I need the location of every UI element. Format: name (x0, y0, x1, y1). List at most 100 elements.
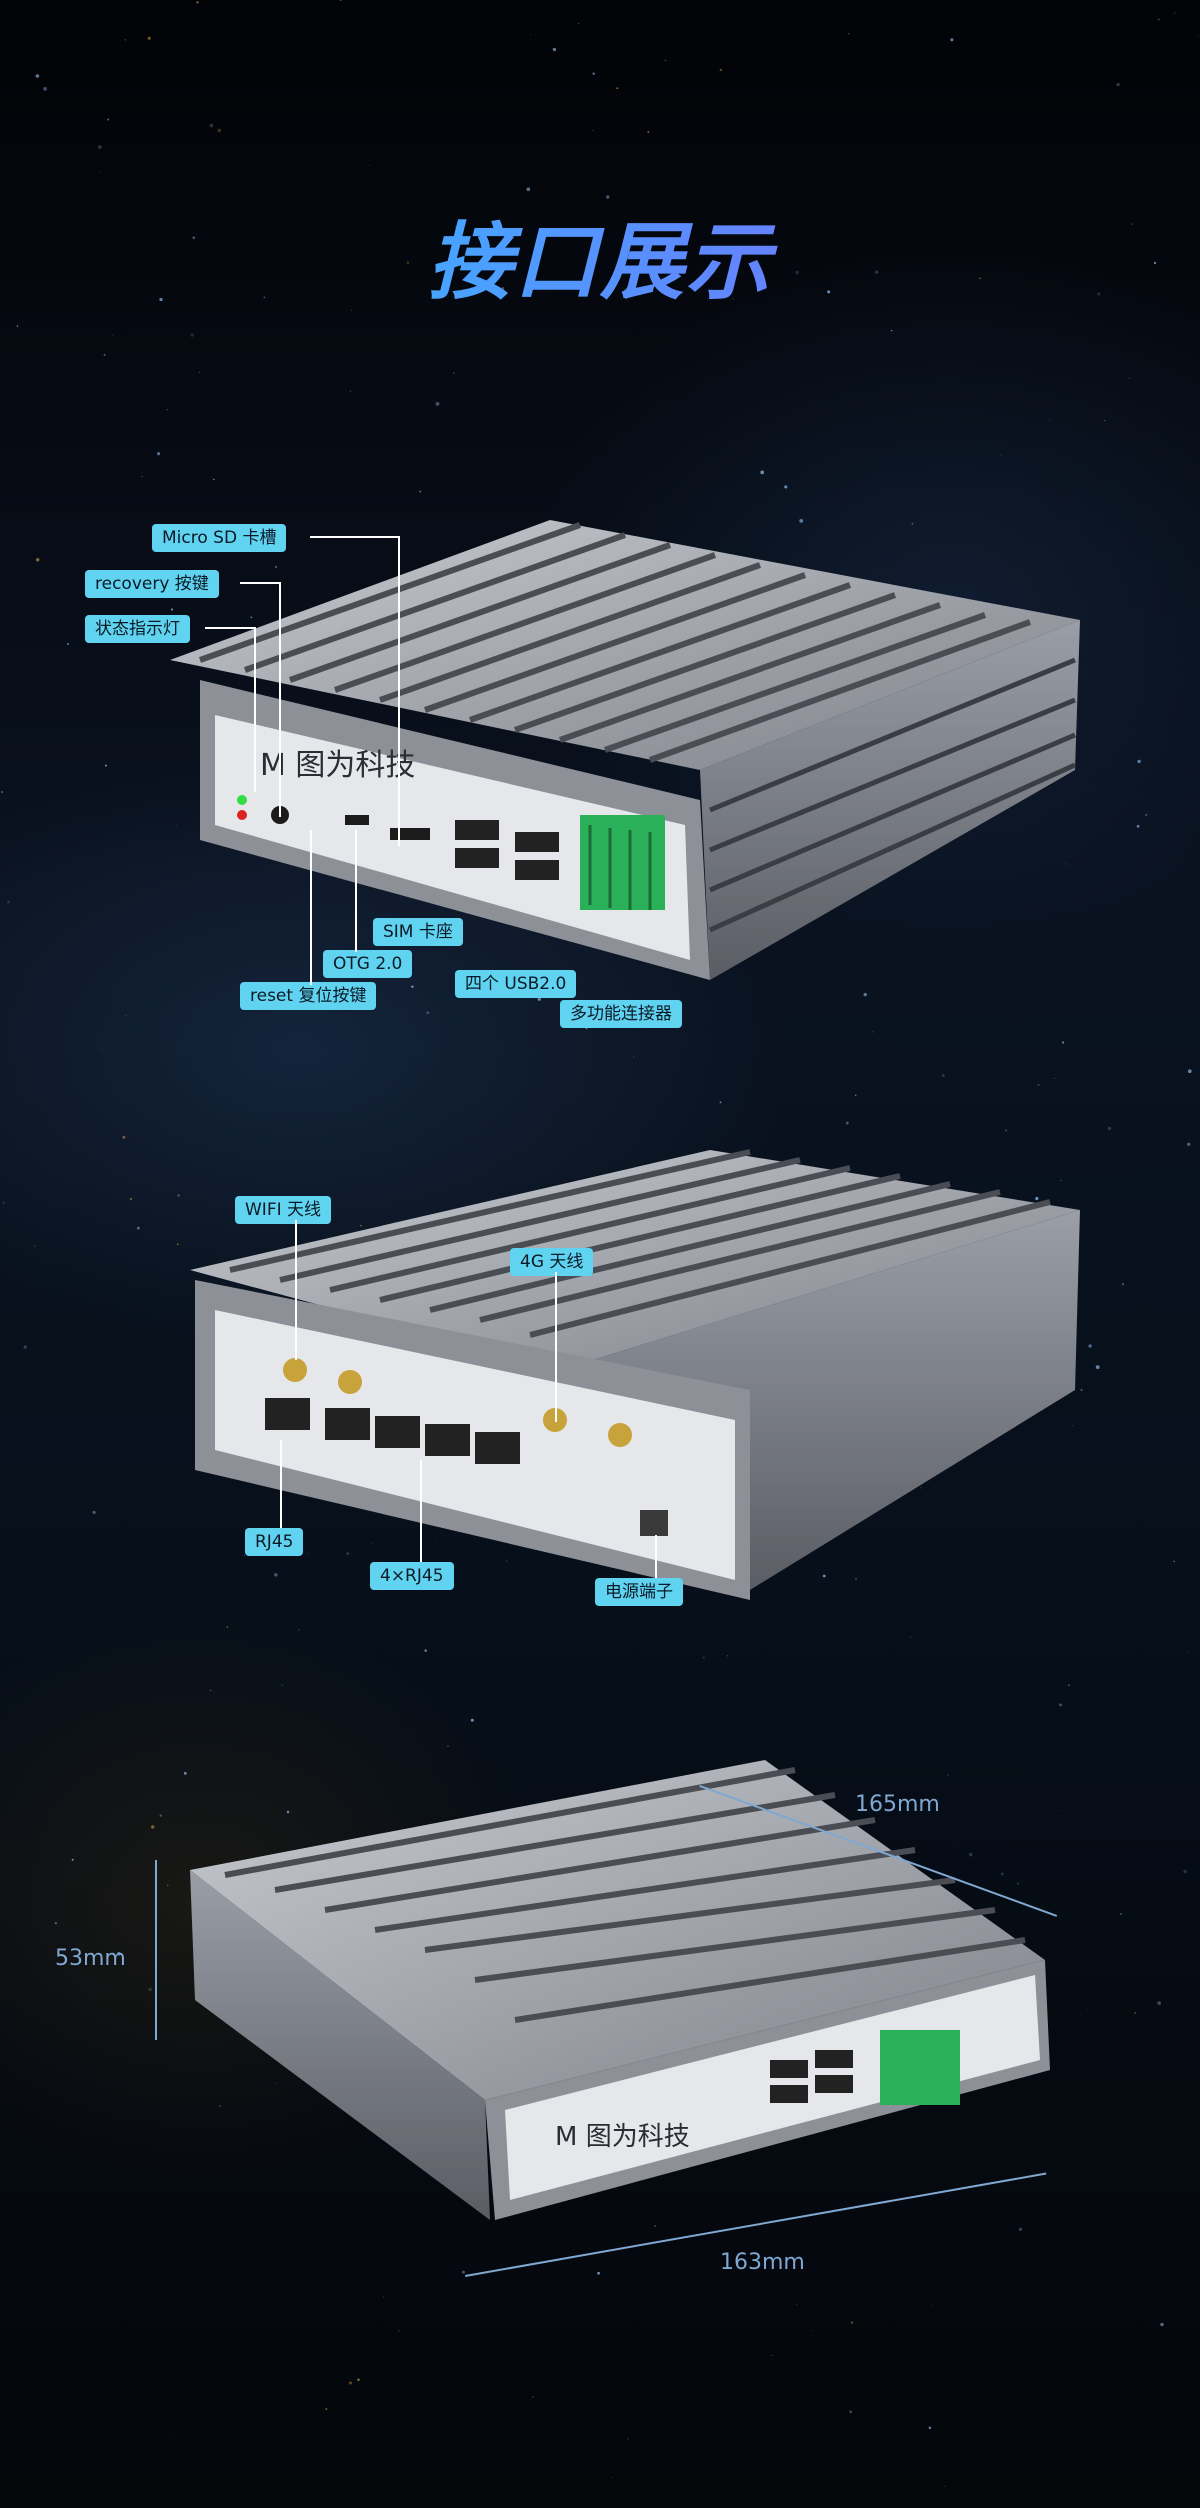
star (112, 335, 114, 336)
star (213, 478, 215, 481)
dimension-length-label: 165mm (855, 1792, 940, 1817)
callout-microsd: Micro SD 卡槽 (152, 524, 287, 552)
star (855, 1578, 857, 1580)
star (1, 791, 3, 793)
star (209, 1689, 212, 1692)
star (275, 2082, 277, 2084)
star (357, 2378, 360, 2382)
star (863, 992, 867, 997)
star (592, 72, 595, 75)
star (1116, 82, 1120, 87)
star (920, 1487, 922, 1489)
star (177, 1243, 179, 1245)
star (470, 1718, 474, 1722)
star (101, 1049, 102, 1051)
star (616, 87, 619, 90)
star (183, 1771, 187, 1775)
star (219, 2105, 221, 2107)
leader-line (279, 582, 281, 817)
star (122, 1135, 126, 1139)
star (190, 333, 194, 337)
star (854, 1094, 857, 1097)
star (1037, 1083, 1040, 1086)
star (35, 557, 40, 562)
star (597, 2271, 600, 2275)
star (383, 2296, 385, 2298)
star (969, 1852, 973, 1857)
star (941, 1074, 945, 1077)
leader-line (295, 1220, 297, 1360)
star (339, 0, 342, 2)
brand-logo-text: M 图为科技 (260, 748, 415, 783)
star (263, 296, 266, 299)
star (434, 1541, 436, 1543)
star (424, 1649, 427, 1652)
star (71, 1858, 74, 1861)
callout-otg: OTG 2.0 (323, 950, 413, 978)
star (199, 371, 201, 373)
leader-line (398, 536, 400, 846)
star (928, 2426, 932, 2430)
star (584, 1149, 585, 1151)
star (360, 1224, 362, 1227)
star (407, 1746, 409, 1747)
star (1145, 813, 1148, 816)
star (1183, 1869, 1187, 1874)
star (1134, 2012, 1137, 2014)
callout-multi-connector: 多功能连接器 (560, 1000, 682, 1028)
star (911, 522, 914, 525)
callout-rj45: RJ45 (245, 1528, 304, 1556)
star (827, 290, 831, 294)
leader-line (254, 627, 256, 792)
star (654, 2225, 656, 2227)
star (92, 1510, 96, 1515)
star (702, 1656, 705, 1659)
star (406, 261, 410, 265)
star (148, 1987, 152, 1992)
star (1035, 1196, 1039, 1201)
star (931, 2305, 933, 2307)
star (159, 1814, 163, 1817)
star (1048, 418, 1050, 420)
star (192, 236, 196, 239)
star (426, 1011, 430, 1015)
star (281, 1684, 283, 1686)
star (435, 402, 440, 406)
star (1136, 824, 1140, 828)
star (371, 1543, 373, 1545)
star (398, 2329, 400, 2332)
svg-text:M 图为科技: M 图为科技 (555, 2122, 690, 2152)
star (16, 325, 19, 327)
star (1180, 663, 1181, 665)
callout-rj45x4: 4×RJ45 (370, 1562, 454, 1590)
star (822, 1574, 826, 1578)
star (790, 186, 791, 187)
star (98, 170, 101, 173)
star (532, 2396, 534, 2398)
star (526, 187, 531, 192)
star (298, 1629, 300, 1631)
star (351, 309, 353, 311)
star (1107, 1126, 1112, 1131)
star (157, 452, 161, 456)
star (950, 38, 954, 42)
star (944, 2485, 946, 2487)
star (151, 1825, 155, 1829)
star (177, 1194, 180, 1197)
star (1065, 863, 1067, 865)
star (682, 464, 684, 465)
star (605, 195, 610, 199)
star (1160, 2322, 1164, 2327)
star (286, 1810, 290, 1814)
product-front-image: M 图为科技 (170, 520, 1080, 980)
star (147, 36, 151, 40)
leader-line (420, 1460, 422, 1562)
star (35, 74, 40, 78)
star (98, 145, 102, 149)
star (307, 1553, 309, 1555)
star (727, 1655, 729, 1657)
star (129, 1197, 132, 1200)
star (849, 2410, 852, 2414)
star (1095, 1365, 1100, 1369)
star (43, 87, 47, 91)
